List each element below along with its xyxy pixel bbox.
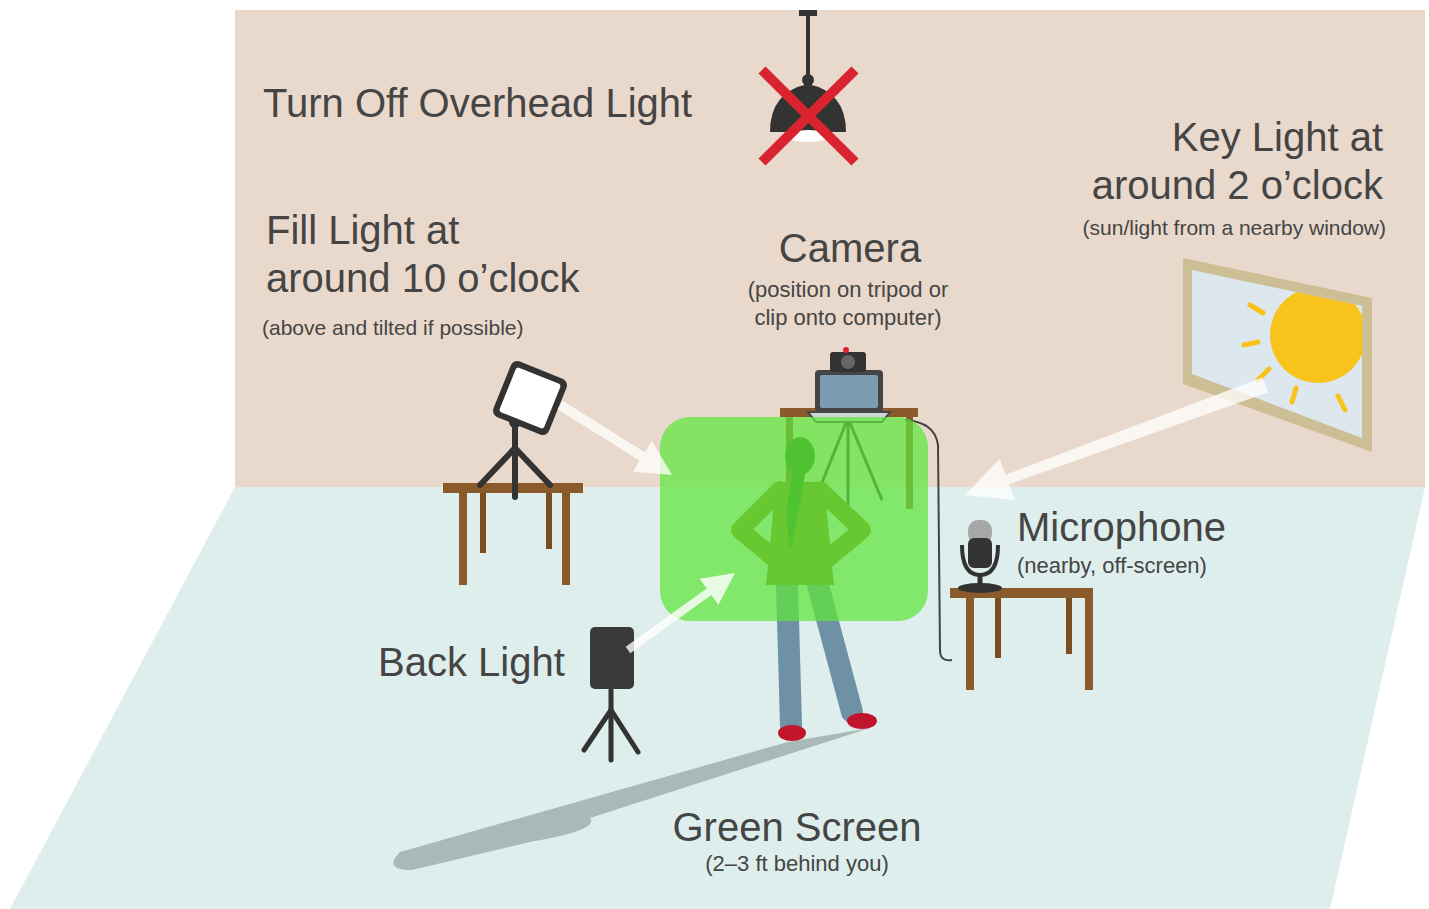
webcam-body (830, 352, 866, 372)
tripod-leg (611, 710, 638, 752)
laptop-screen (820, 375, 878, 408)
part-note: (nearby, off-screen) (1017, 552, 1297, 580)
green-screen (660, 417, 928, 621)
light-beam-arrow (557, 401, 672, 475)
table-leg (546, 493, 552, 549)
part-label: Microphone (1017, 503, 1297, 551)
cross-out (762, 70, 855, 162)
table-leg (562, 493, 570, 585)
part-label: Camera (700, 224, 1000, 272)
tripod-leg (584, 710, 611, 750)
table-leg (459, 493, 467, 585)
part-note: (sun/light from a nearby window) (990, 214, 1386, 242)
light-panel (491, 359, 569, 437)
table-leg (1066, 598, 1072, 654)
sun-disc (1270, 287, 1366, 383)
table-leg (995, 598, 1001, 658)
tripod-leg (609, 710, 614, 760)
sun-ray (1244, 342, 1258, 345)
light-beam-arrow (626, 573, 735, 653)
shoe (778, 725, 806, 741)
cross-out (762, 70, 855, 162)
lamp-rod (806, 14, 810, 82)
part-label: Green Screen (597, 803, 997, 851)
part-note: (above and tilted if possible) (262, 314, 642, 342)
part-label: Back Light (378, 638, 618, 686)
tripod-leg (515, 448, 550, 485)
tripod-leg (512, 448, 518, 497)
sun-ray (1276, 272, 1284, 286)
overhead-light (762, 10, 855, 162)
mic-stand (978, 575, 983, 588)
sun-ray (1258, 369, 1269, 380)
instruction-label: Turn Off Overhead Light (263, 79, 743, 127)
window-frame (1183, 258, 1372, 452)
table-leg (966, 598, 974, 690)
part-label: Key Light at around 2 o’clock (1063, 113, 1383, 209)
light-face (499, 367, 561, 429)
part-note: (2–3 ft behind you) (597, 850, 997, 878)
webcam-led (843, 347, 849, 353)
part-label: Fill Light at around 10 o’clock (266, 206, 588, 302)
part-note: (position on tripod or clip onto compute… (738, 276, 958, 332)
mic-body (968, 538, 992, 568)
webcam-lens (841, 355, 855, 369)
shoe (847, 713, 877, 729)
tripod-leg (480, 448, 515, 485)
sun-ray (1338, 396, 1345, 410)
sun-ray (1292, 388, 1296, 402)
table-leg (480, 493, 486, 553)
laptop-lid (815, 370, 883, 412)
light-panel (590, 627, 634, 689)
light-beam-arrow (965, 378, 1268, 501)
sun-ray (1250, 305, 1263, 313)
table-leg (1085, 598, 1093, 690)
back-wall (235, 10, 1425, 487)
fill-light (443, 359, 583, 585)
window (1183, 258, 1372, 452)
